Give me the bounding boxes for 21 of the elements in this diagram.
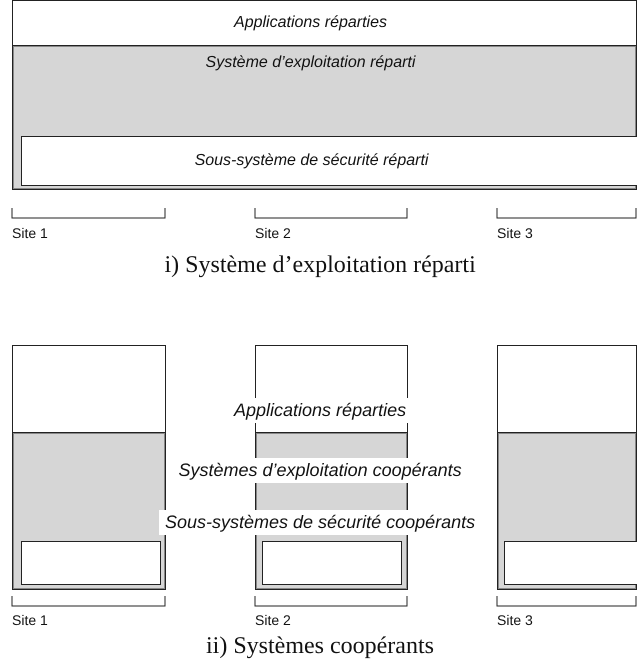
site-label: Site 2 [255, 612, 291, 628]
site-label: Site 1 [12, 225, 48, 241]
layer-label: Sous-système de sécurité réparti [194, 152, 428, 170]
os-layer-band [12, 45, 637, 190]
layer-box [262, 541, 402, 585]
layer-box [497, 432, 637, 590]
layer-band [12, 0, 637, 46]
site-label: Site 1 [12, 612, 48, 628]
layer-box [12, 432, 166, 590]
site-label: Site 3 [497, 612, 533, 628]
layer-label: Système d’exploitation réparti [206, 54, 416, 72]
site-label: Site 2 [255, 225, 291, 241]
figure-caption: ii) Systèmes coopérants [206, 633, 434, 660]
layer-label: Applications réparties [234, 14, 387, 32]
site-label: Site 3 [497, 225, 533, 241]
layer-box [497, 345, 637, 433]
layer-box [504, 541, 637, 585]
figure-caption: i) Système d’exploitation réparti [164, 252, 476, 279]
layer-box [12, 345, 166, 433]
layer-box [21, 541, 161, 585]
layer-band [21, 136, 637, 186]
